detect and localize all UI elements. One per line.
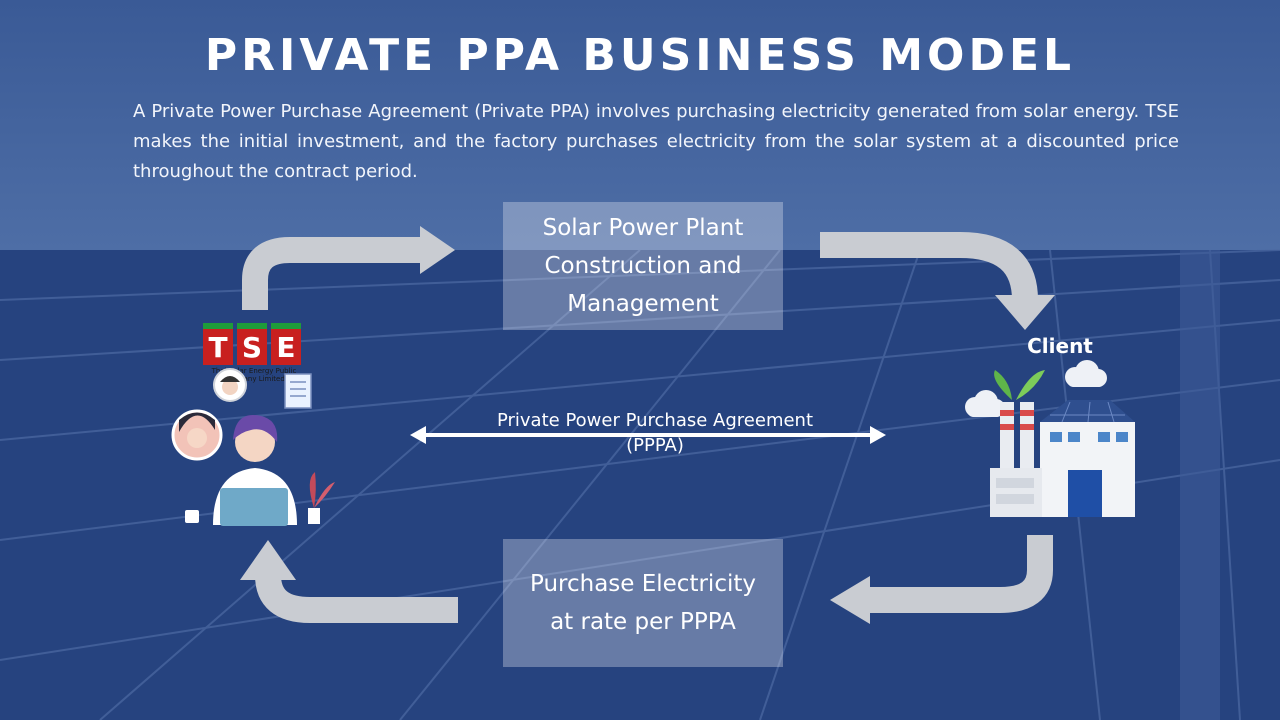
page-title: PRIVATE PPA BUSINESS MODEL	[204, 30, 1076, 81]
tse-logo: T S E	[203, 323, 301, 365]
construction-line-2: Construction and	[544, 253, 742, 279]
client-label: Client	[1027, 334, 1093, 358]
factory-icon	[965, 360, 1135, 517]
purchase-electricity-box: Purchase Electricity at rate per PPPA	[503, 539, 783, 667]
arrow-purchase-to-tse	[255, 574, 458, 623]
agreement-line-2: (PPPA)	[626, 435, 684, 456]
agreement-double-arrow	[410, 426, 886, 444]
agreement-line-1: Private Power Purchase Agreement	[496, 410, 814, 431]
tse-logo-letter: T	[203, 323, 233, 365]
construction-line-1: Solar Power Plant	[542, 215, 744, 241]
construction-line-3: Management	[567, 291, 719, 317]
tse-logo-letter: S	[237, 323, 267, 365]
description-text: A Private Power Purchase Agreement (Priv…	[133, 101, 1179, 182]
purchase-line-2: at rate per PPPA	[550, 609, 736, 635]
arrow-client-to-purchase	[865, 535, 1053, 613]
agreement-label: Private Power Purchase Agreement (PPPA)	[460, 408, 850, 458]
purchase-line-1: Purchase Electricity	[529, 571, 756, 597]
arrow-tse-to-construction	[242, 237, 425, 310]
arrow-construction-to-client	[820, 232, 1038, 301]
business-people-icon	[171, 368, 335, 526]
construction-management-box: Solar Power Plant Construction and Manag…	[503, 202, 783, 330]
tse-logo-letter: E	[271, 323, 301, 365]
tse-company-name: Thai Solar Energy Public Company Limited	[211, 367, 297, 383]
